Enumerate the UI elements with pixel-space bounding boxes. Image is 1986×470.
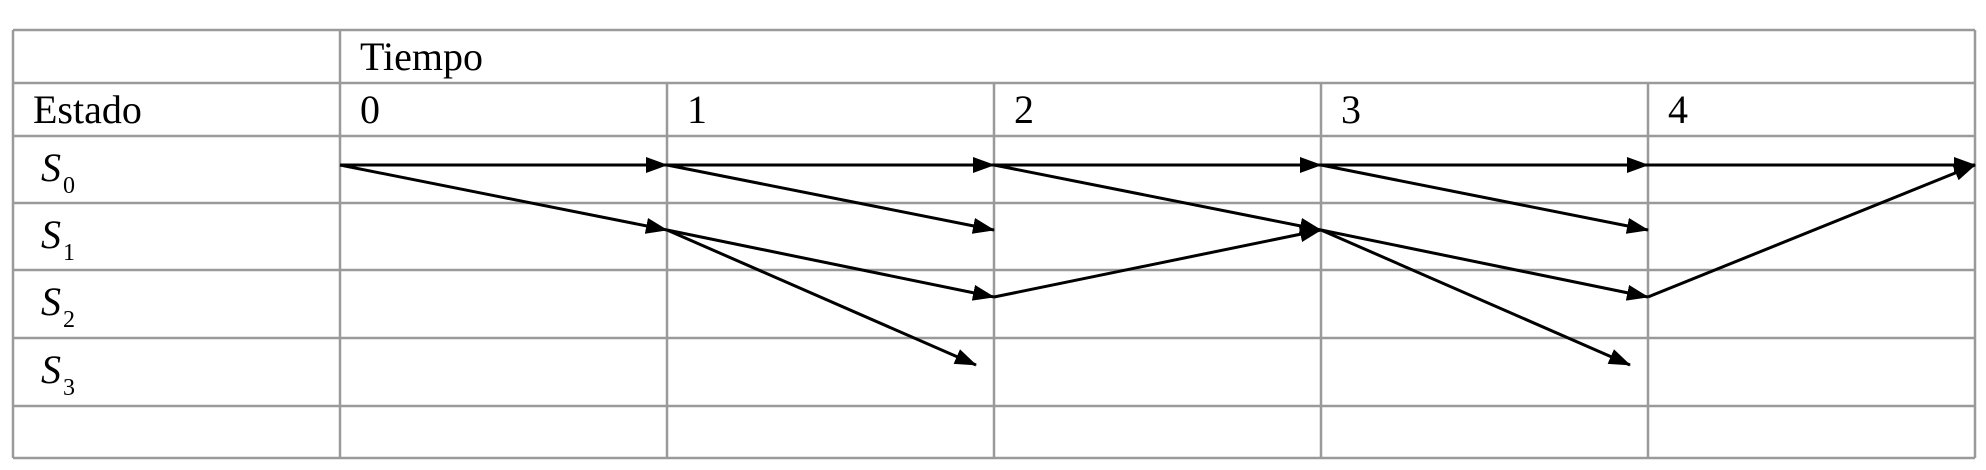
state-subscript: 2 [63, 307, 75, 333]
state-letter: S [41, 279, 61, 324]
state-header: Estado [33, 87, 142, 132]
time-step-label: 3 [1341, 87, 1361, 132]
time-step-label: 2 [1014, 87, 1034, 132]
transition-arrow [339, 163, 668, 234]
transition-arrows [339, 157, 1976, 367]
transition-arrow [1320, 228, 1649, 301]
time-step-label: 4 [1668, 87, 1688, 132]
time-step-label: 1 [687, 87, 707, 132]
transition-arrow [666, 228, 995, 301]
state-subscript: 3 [63, 375, 75, 401]
transition-arrow [1320, 163, 1649, 234]
transition-arrow [993, 163, 1322, 234]
transition-arrow [1647, 163, 1976, 299]
transition-arrow [993, 226, 1322, 299]
state-subscript: 1 [63, 240, 75, 266]
state-subscript: 0 [63, 173, 75, 199]
time-step-label: 0 [360, 87, 380, 132]
state-letter: S [41, 347, 61, 392]
state-letter: S [41, 145, 61, 190]
time-header: Tiempo [360, 34, 483, 79]
transition-arrow [666, 163, 995, 234]
transition-arrow [1320, 228, 1631, 367]
transition-arrow [666, 228, 977, 367]
table-grid [11, 28, 1977, 460]
state-letter: S [41, 212, 61, 257]
